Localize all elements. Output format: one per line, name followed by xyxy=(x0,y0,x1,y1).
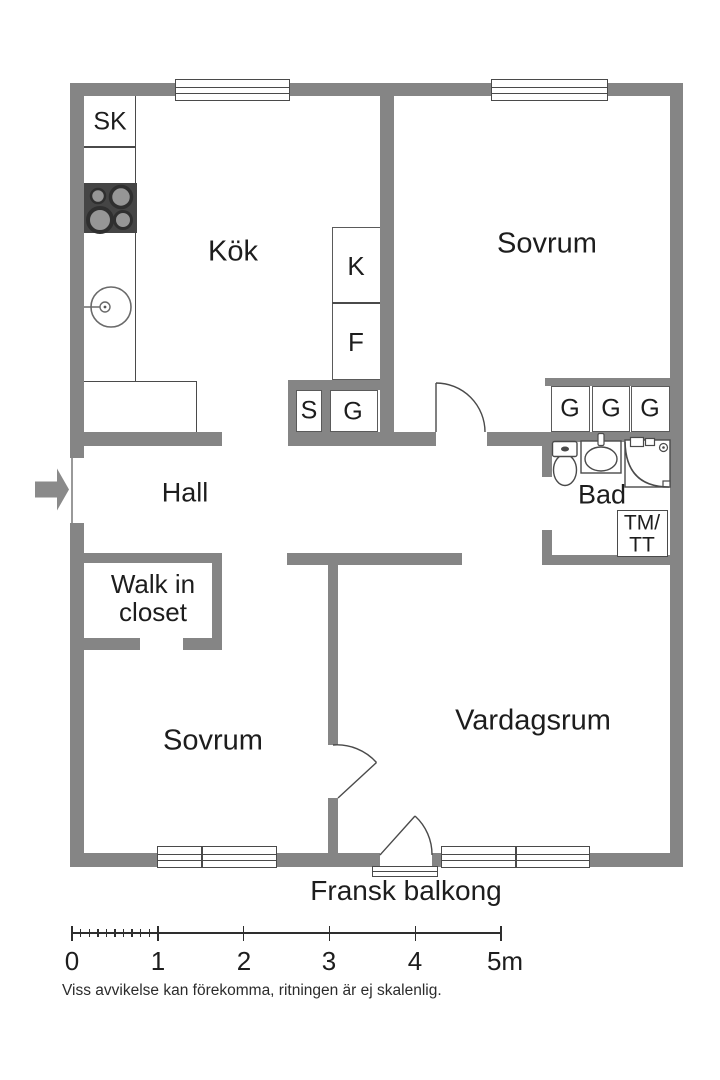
closet-label-g1: G xyxy=(560,394,580,423)
scale-major-tick xyxy=(328,925,331,941)
window-mullion xyxy=(492,87,607,88)
wall xyxy=(380,96,394,442)
closet-s-cell xyxy=(296,390,322,432)
closet-label-g3: G xyxy=(640,394,660,423)
door-arc xyxy=(435,382,486,433)
scale-major-tick xyxy=(71,925,73,941)
balcony-threshold xyxy=(372,866,438,877)
washer-dryer-label-line2: TT xyxy=(629,533,655,557)
wall xyxy=(670,83,683,867)
closet-g-cell xyxy=(330,390,378,432)
balcony-door-opening xyxy=(380,853,432,867)
toilet-icon xyxy=(551,440,578,487)
wall xyxy=(322,388,330,432)
kitchen-counter xyxy=(84,96,136,381)
washer-dryer-box xyxy=(617,510,668,557)
scale-minor-tick xyxy=(97,929,99,937)
closet-label-g2: G xyxy=(601,394,621,423)
threshold-line xyxy=(373,871,437,872)
door-arc xyxy=(379,815,433,856)
window-mullion xyxy=(158,854,276,855)
scale-major-tick xyxy=(157,925,159,941)
scale-major-tick xyxy=(500,925,502,941)
window-divider xyxy=(515,847,517,867)
window-divider xyxy=(201,847,203,867)
bathroom-sink-icon xyxy=(580,432,622,474)
counter-line xyxy=(84,146,136,148)
entrance-opening xyxy=(70,458,84,523)
room-label-hall: Hall xyxy=(161,477,209,508)
wall xyxy=(288,380,296,442)
closet-label-f: F xyxy=(348,327,364,357)
stove-icon xyxy=(84,183,137,234)
wall xyxy=(487,432,545,446)
scale-minor-tick xyxy=(139,929,142,937)
closet-g1-cell xyxy=(551,386,590,432)
scale-label-1: 1 xyxy=(150,946,166,976)
wall xyxy=(542,530,552,565)
disclaimer-text: Viss avvikelse kan förekomma, ritningen … xyxy=(62,982,442,999)
closet-kf-divider xyxy=(332,302,380,304)
window xyxy=(157,846,277,868)
window xyxy=(175,79,290,101)
closet-g2-cell xyxy=(592,386,630,432)
wall xyxy=(84,432,222,446)
closet-label-k: K xyxy=(347,251,365,281)
window-mullion xyxy=(176,87,289,88)
window xyxy=(491,79,608,101)
closet-label-g: G xyxy=(343,397,363,426)
scale-minor-tick xyxy=(88,929,90,937)
washer-dryer-label-line1: TM/ xyxy=(623,511,661,535)
kitchen-counter-lower xyxy=(84,381,197,432)
window-mullion xyxy=(492,93,607,94)
scale-label-2: 2 xyxy=(236,946,252,976)
wall xyxy=(212,553,222,650)
scale-minor-tick xyxy=(79,929,82,937)
room-label-walk-in-closet-line2: closet xyxy=(119,597,187,627)
scale-label-3: 3 xyxy=(321,946,337,976)
shower-icon xyxy=(624,436,671,488)
wall xyxy=(287,553,462,565)
room-label-bad: Bad xyxy=(577,479,627,510)
wall xyxy=(328,798,338,853)
wall xyxy=(183,638,222,650)
scale-label-0: 0 xyxy=(64,946,80,976)
wall xyxy=(542,432,670,442)
room-label-vardagsrum: Vardagsrum xyxy=(455,704,611,737)
scale-major-tick xyxy=(414,925,416,941)
scale-major-tick xyxy=(242,925,245,941)
scale-minor-tick xyxy=(131,929,133,937)
wall xyxy=(542,555,670,565)
wall xyxy=(542,432,552,477)
room-label-sovrum-top: Sovrum xyxy=(497,227,597,260)
closet-label-s: S xyxy=(300,396,318,425)
room-label-fransk-balkong: Fransk balkong xyxy=(310,875,502,906)
door-arc xyxy=(332,744,378,799)
entrance-arrow-icon xyxy=(35,468,69,511)
wall xyxy=(84,638,140,650)
scale-label-5m: 5m xyxy=(486,946,524,976)
room-label-walk-in-closet-line1: Walk in xyxy=(110,569,196,599)
kitchen-sink-icon xyxy=(84,286,132,328)
scale-minor-tick xyxy=(148,929,150,937)
window xyxy=(441,846,590,868)
closet-kf-box xyxy=(332,227,380,380)
wall xyxy=(545,378,670,386)
room-label-kok: Kök xyxy=(208,235,258,268)
wall xyxy=(328,565,338,745)
scale-minor-tick xyxy=(122,929,125,937)
closet-g3-cell xyxy=(631,386,670,432)
scale-minor-tick xyxy=(114,929,116,937)
room-label-sovrum-bottom: Sovrum xyxy=(163,724,263,757)
wall xyxy=(84,553,222,563)
window-mullion xyxy=(158,860,276,861)
scale-minor-tick xyxy=(105,929,108,937)
closet-label-sk: SK xyxy=(93,107,127,136)
wall xyxy=(288,380,382,390)
scale-label-4: 4 xyxy=(407,946,423,976)
wall xyxy=(288,432,436,446)
window-mullion xyxy=(176,93,289,94)
scale-bar-line xyxy=(72,932,501,934)
